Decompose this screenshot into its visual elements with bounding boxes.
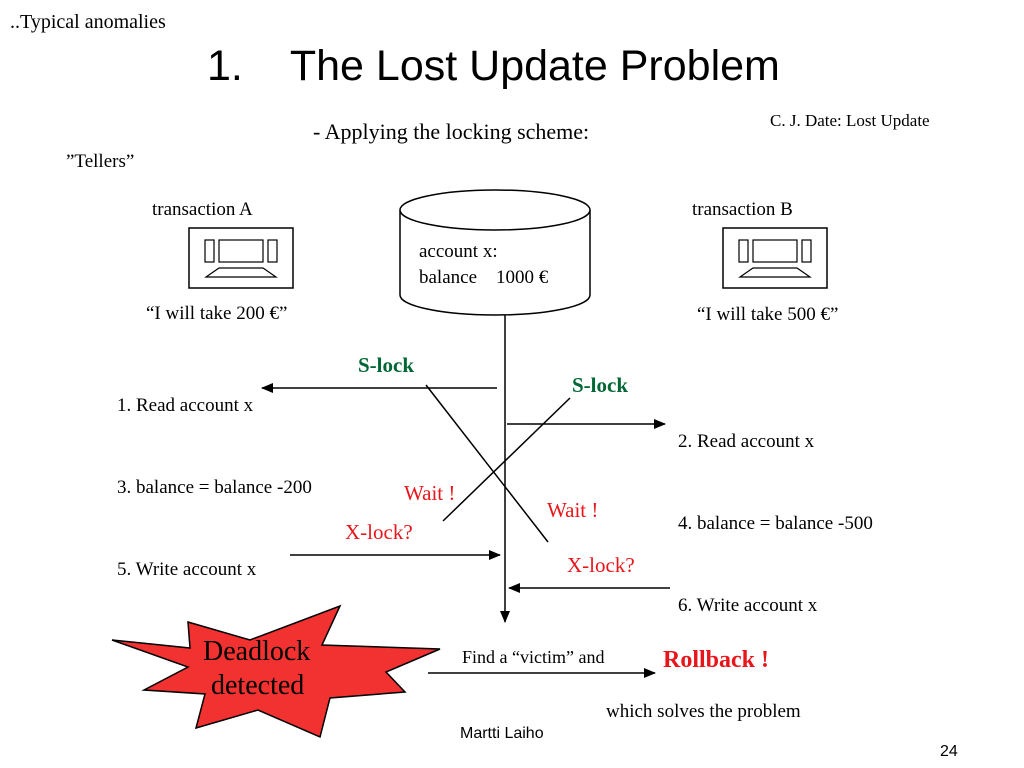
transaction-b-quote: “I will take 500 €” (697, 304, 839, 325)
step-b-2: 2. Read account x (678, 431, 815, 452)
terminal-b-icon (722, 227, 828, 289)
step-a-3: 3. balance = balance -200 (117, 477, 312, 498)
transaction-a-label: transaction A (152, 199, 253, 220)
solves-text: which solves the problem (606, 701, 801, 722)
rollback-label: Rollback ! (663, 647, 770, 673)
transaction-a-quote: “I will take 200 €” (146, 303, 288, 324)
find-victim-text: Find a “victim” and (462, 647, 605, 667)
x-lock-label-a: X-lock? (345, 520, 413, 544)
wait-label-b: Wait ! (547, 498, 599, 522)
deadlock-label-line1: Deadlock (203, 636, 311, 667)
terminal-a-icon (188, 227, 294, 289)
tellers-label: ”Tellers” (66, 151, 135, 172)
db-label-line1: account x: (419, 241, 498, 262)
footer-author: Martti Laiho (460, 725, 544, 742)
section-label: ..Typical anomalies (10, 11, 166, 33)
page-number: 24 (940, 743, 958, 760)
step-b-4: 4. balance = balance -500 (678, 513, 873, 534)
s-lock-label-a: S-lock (358, 353, 415, 377)
wait-line-b (442, 397, 571, 522)
database-cylinder-icon (399, 189, 591, 316)
step-b-6: 6. Write account x (678, 595, 818, 616)
x-lock-label-b: X-lock? (567, 553, 635, 577)
s-lock-label-b: S-lock (572, 373, 629, 397)
subtitle: - Applying the locking scheme: (313, 119, 590, 144)
wait-label-a: Wait ! (404, 481, 456, 505)
transaction-b-label: transaction B (692, 199, 793, 220)
page-title: 1. The Lost Update Problem (207, 42, 780, 90)
wait-line-a (425, 384, 549, 543)
deadlock-label-line2: detected (211, 670, 305, 701)
step-a-5: 5. Write account x (117, 559, 257, 580)
step-a-1: 1. Read account x (117, 395, 254, 416)
deadlock-burst-shape (111, 604, 441, 739)
db-label-line2: balance 1000 € (419, 267, 549, 288)
reference-note: C. J. Date: Lost Update (770, 111, 930, 130)
